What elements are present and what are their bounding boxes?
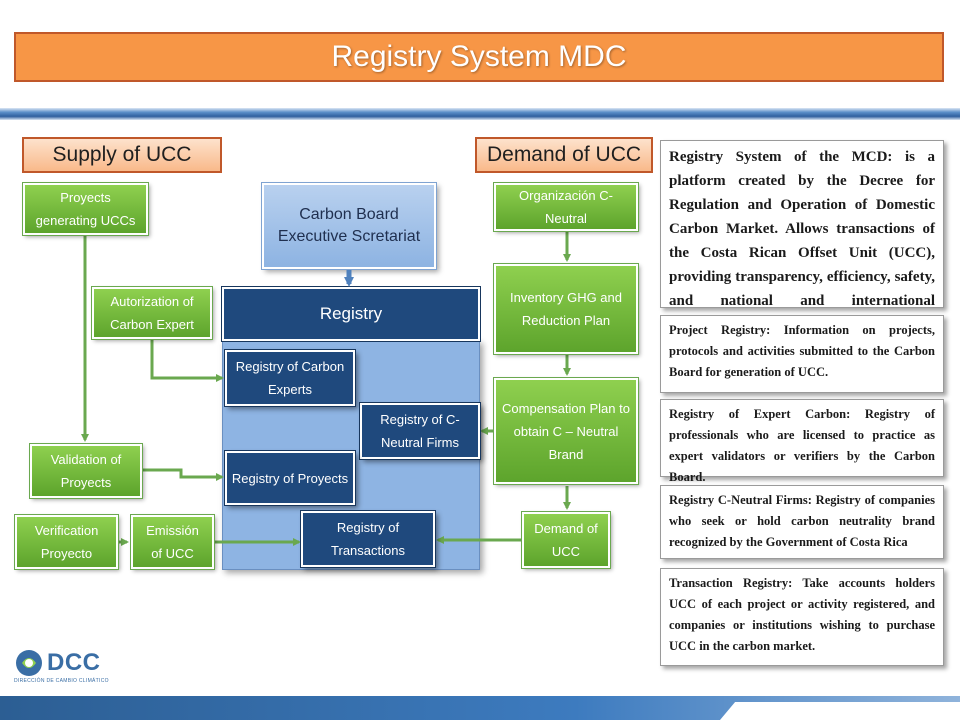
emission-box: Emissión of UCC — [131, 515, 214, 569]
registry-header: Registry — [222, 287, 480, 341]
footer-corner — [720, 702, 960, 720]
note-transaction-registry: Transaction Registry: Take accounts hold… — [660, 568, 944, 666]
arrow-validation-to-proyects — [141, 468, 224, 481]
verification-box: Verification Proyecto — [15, 515, 118, 569]
note-firms-registry: Registry C-Neutral Firms: Registry of co… — [660, 485, 944, 559]
dcc-logo-icon — [16, 650, 42, 676]
page-title: Registry System MDC — [14, 32, 944, 82]
logo-name: DCC — [47, 649, 101, 676]
dcc-logo: DCC DIRECCIÓN DE CAMBIO CLIMÁTICO — [14, 648, 134, 692]
demand-header: Demand of UCC — [475, 137, 653, 173]
arrow-autorization-to-experts — [150, 340, 224, 382]
registry-firms-box: Registry of C-Neutral Firms — [360, 403, 480, 459]
registry-proyects-box: Registry of Proyects — [225, 451, 355, 505]
supply-header: Supply of UCC — [22, 137, 222, 173]
note-project-registry: Project Registry: Information on project… — [660, 315, 944, 393]
registry-experts-box: Registry of Carbon Experts — [225, 350, 355, 406]
compensation-box: Compensation Plan to obtain C – Neutral … — [494, 378, 638, 484]
note-expert-registry: Registry of Expert Carbon: Registry of p… — [660, 399, 944, 484]
organizacion-box: Organización C-Neutral — [494, 183, 638, 231]
proyects-generating-box: Proyects generating UCCs — [23, 183, 148, 235]
note-system: Registry System of the MCD: is a platfor… — [660, 140, 944, 333]
logo-subtitle: DIRECCIÓN DE CAMBIO CLIMÁTICO — [14, 678, 109, 684]
inventory-box: Inventory GHG and Reduction Plan — [494, 264, 638, 354]
autorization-box: Autorization of Carbon Expert — [92, 287, 212, 339]
registry-transactions-box: Registry of Transactions — [301, 511, 435, 567]
validation-box: Validation of Proyects — [30, 444, 142, 498]
header-divider — [0, 108, 960, 120]
demand-ucc-box: Demand of UCC — [522, 512, 610, 568]
carbon-board-box: Carbon Board Executive Scretariat — [262, 183, 436, 269]
